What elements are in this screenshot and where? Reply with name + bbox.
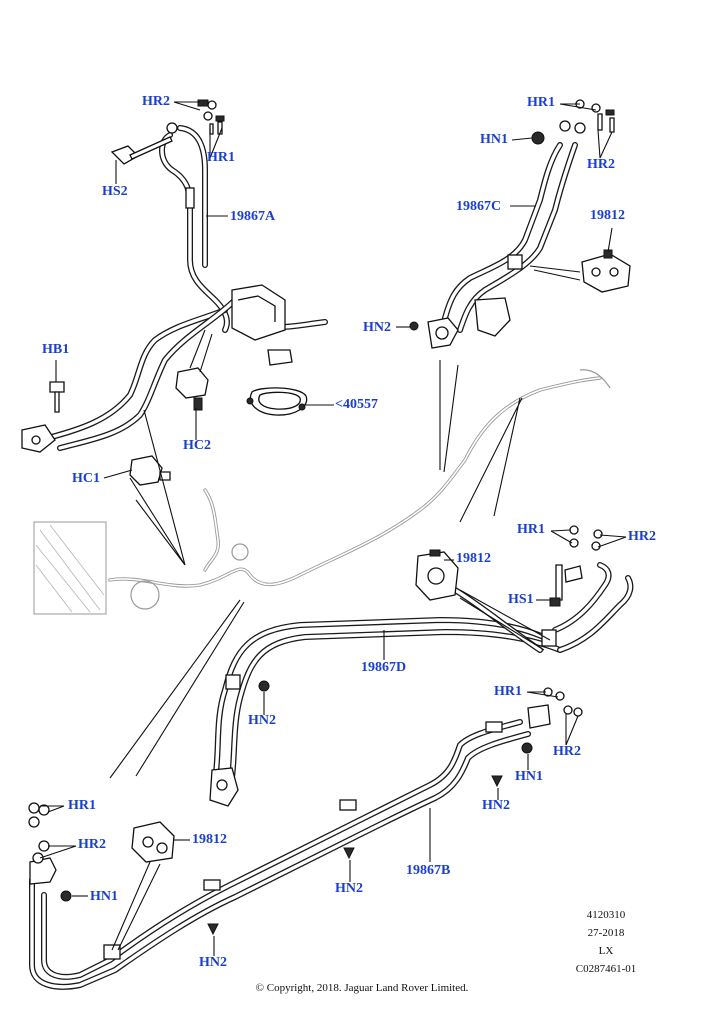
copyright-notice: © Copyright, 2018. Jaguar Land Rover Lim… [255,982,469,994]
callout-hn1-upper-right[interactable]: HN1 [480,132,508,147]
hb1-bolt [49,381,65,413]
callout-hr1-upper-right[interactable]: HR1 [527,95,555,110]
callout-hn2-lower-center[interactable]: HN2 [335,881,363,896]
callout-19867b[interactable]: 19867B [406,863,451,878]
vehicle-context-outline [33,369,611,615]
hn2-fasteners-lower [207,775,503,936]
callout-19812-middle[interactable]: 19812 [456,551,491,566]
callout-19867d[interactable]: 19867D [361,660,407,675]
valve-19812-lower [131,821,175,863]
callout-hr2-lower-right[interactable]: HR2 [553,744,581,759]
callout-hn2-lower-right[interactable]: HN2 [482,798,510,813]
hr-clips-upper-left [166,99,225,135]
hr-clips-lower [28,687,583,902]
callout-hs1[interactable]: HS1 [508,592,534,607]
callout-hn2-lower-left[interactable]: HN2 [199,955,227,970]
pipe-19867b [29,719,531,990]
leader-lines [39,101,627,956]
callout-hn2-middle[interactable]: HN2 [248,713,276,728]
callout-hb1[interactable]: HB1 [42,342,70,357]
callout-hr1-upper-left[interactable]: HR1 [207,150,235,165]
callout-19812-upper[interactable]: 19812 [590,208,625,223]
callout-hn2-upper[interactable]: HN2 [363,320,391,335]
callout-hr2-lower-left[interactable]: HR2 [78,837,106,852]
valve-19812-middle [415,549,459,601]
pipe-19867d [209,562,634,807]
callout-19867c[interactable]: 19867C [456,199,502,214]
callout-19812-lower[interactable]: 19812 [192,832,227,847]
callout-hr2-upper-left[interactable]: HR2 [142,94,170,109]
pipe-19867c [427,142,578,349]
callout-19867a[interactable]: 19867A [230,209,276,224]
illustration-model: LX [598,945,614,957]
callout-hr2-upper-right[interactable]: HR2 [587,157,615,172]
callout-40557[interactable]: <40557 [335,397,378,412]
hr-clips-middle [549,525,603,607]
illustration-date: 27-2018 [587,927,625,939]
valve-19812-upper [581,249,631,293]
callout-hs2[interactable]: HS2 [102,184,128,199]
callout-hc2[interactable]: HC2 [183,438,211,453]
hc1-pressure-switch [129,455,171,486]
callout-hr2-middle[interactable]: HR2 [628,529,656,544]
illustration-number: 4120310 [586,909,626,921]
callout-hn1-lower-left[interactable]: HN1 [90,889,118,904]
callout-hr1-lower-left[interactable]: HR1 [68,798,96,813]
hn2-nut-middle [258,680,270,692]
callout-hn1-lower-right[interactable]: HN1 [515,769,543,784]
callout-hr1-lower-right[interactable]: HR1 [494,684,522,699]
hr-clips-upper-right [531,99,615,145]
callout-hc1[interactable]: HC1 [72,471,100,486]
illustration-code: C0287461-01 [575,963,637,975]
gasket-40557 [246,387,308,416]
pipe-19867a [21,125,328,453]
callout-hr1-middle[interactable]: HR1 [517,522,545,537]
hs2-bolt [110,136,173,165]
hc2-pressure-switch [175,367,209,411]
hn2-nut-upper [409,321,419,331]
